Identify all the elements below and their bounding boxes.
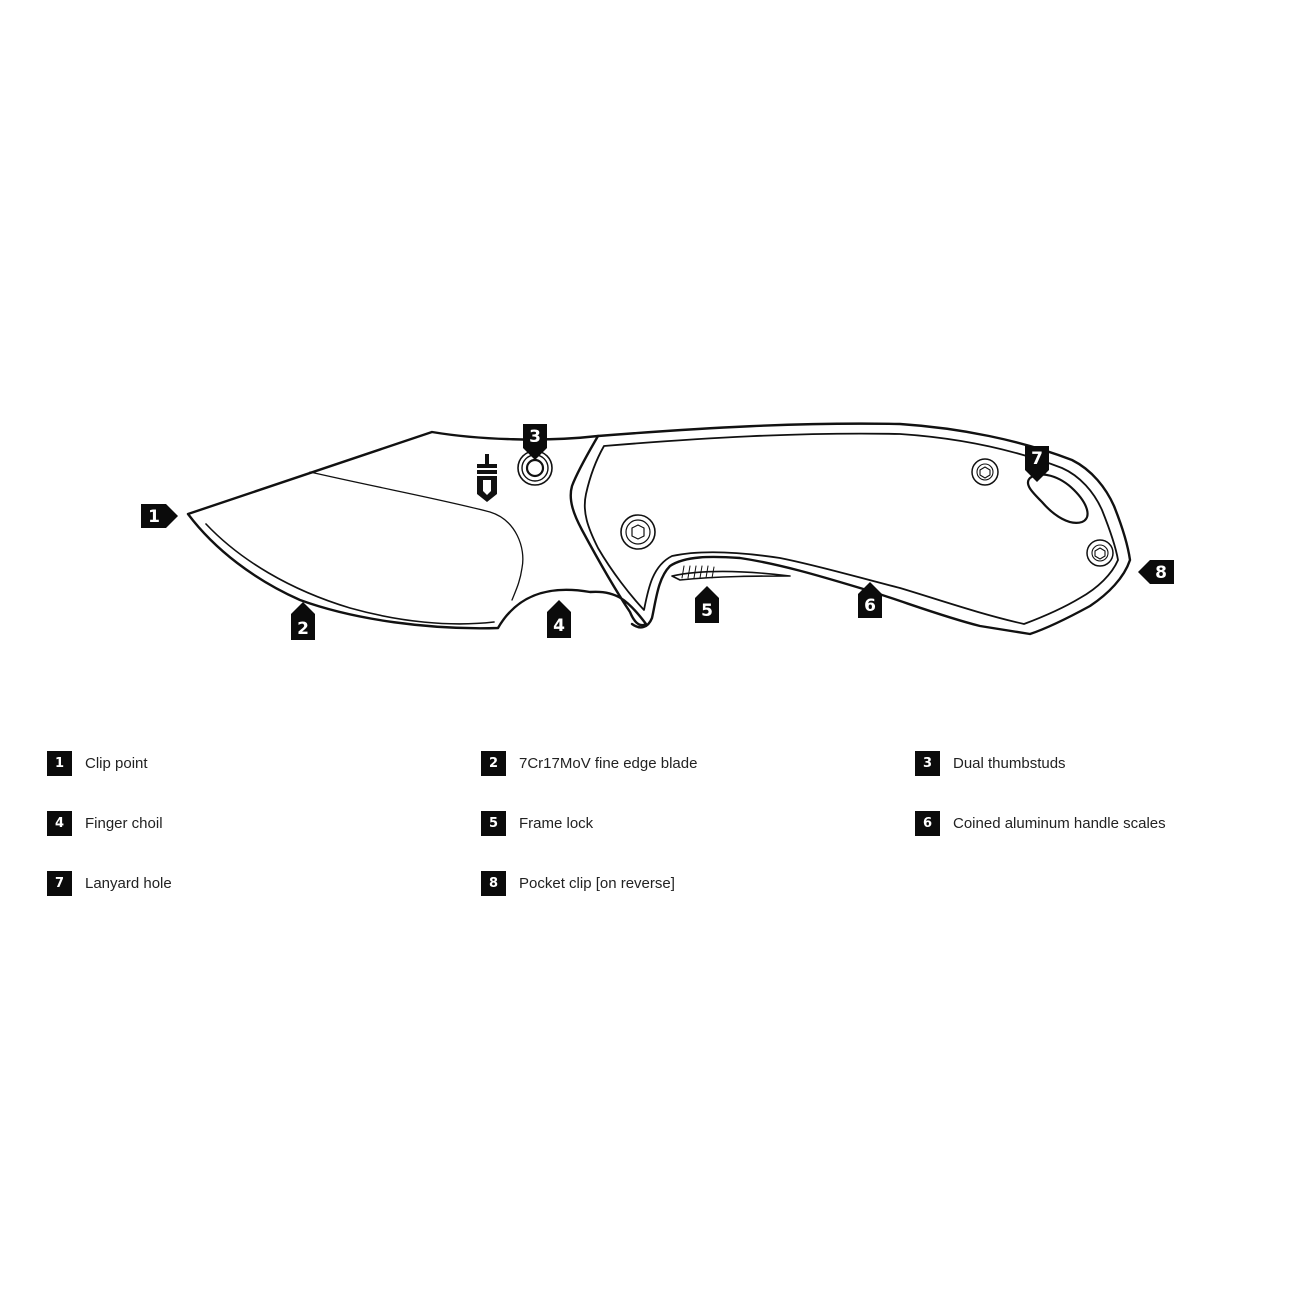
legend-label: Lanyard hole bbox=[85, 875, 172, 892]
callout-marker-5: 5 bbox=[695, 586, 719, 623]
legend-badge: 3 bbox=[915, 751, 940, 776]
callout-marker-5-shape bbox=[695, 586, 719, 623]
callout-marker-7-shape bbox=[1025, 446, 1049, 482]
legend-badge: 8 bbox=[481, 871, 506, 896]
callout-marker-7-number: 7 bbox=[1031, 449, 1043, 469]
legend-badge: 7 bbox=[47, 871, 72, 896]
pivot-screw-ring bbox=[625, 519, 651, 545]
pivot-screw-torx bbox=[631, 524, 645, 540]
handle-screw-top bbox=[971, 458, 999, 486]
legend-label: Clip point bbox=[85, 755, 148, 772]
legend-badge: 1 bbox=[47, 751, 72, 776]
callout-marker-8-shape bbox=[1138, 560, 1174, 584]
legend-item-1: 1 Clip point bbox=[47, 751, 148, 776]
legend-item-3: 3 Dual thumbstuds bbox=[915, 751, 1066, 776]
frame-lock-grip-lines bbox=[681, 565, 715, 579]
lanyard-hole bbox=[1026, 473, 1089, 524]
legend-label: 7Cr17MoV fine edge blade bbox=[519, 755, 698, 772]
handle-scale-outline bbox=[583, 432, 1119, 625]
callout-marker-7: 7 bbox=[1025, 446, 1049, 482]
legend-badge: 5 bbox=[481, 811, 506, 836]
legend-label: Finger choil bbox=[85, 815, 163, 832]
callout-marker-6-shape bbox=[858, 582, 882, 618]
callout-marker-8-number: 8 bbox=[1155, 563, 1167, 583]
legend-badge: 2 bbox=[481, 751, 506, 776]
legend-item-7: 7 Lanyard hole bbox=[47, 871, 172, 896]
edge-bevel bbox=[205, 523, 495, 625]
callout-marker-4-shape bbox=[547, 600, 571, 638]
legend-item-4: 4 Finger choil bbox=[47, 811, 163, 836]
callout-marker-3-number: 3 bbox=[529, 427, 541, 447]
callout-marker-2: 2 bbox=[291, 602, 315, 640]
legend-label: Coined aluminum handle scales bbox=[953, 815, 1166, 832]
callout-marker-2-number: 2 bbox=[297, 619, 309, 639]
legend-item-8: 8 Pocket clip [on reverse] bbox=[481, 871, 675, 896]
callout-marker-4: 4 bbox=[547, 600, 571, 638]
legend-badge: 4 bbox=[47, 811, 72, 836]
callout-marker-3-shape bbox=[523, 424, 547, 460]
handle-screw-bottom-ring bbox=[1091, 544, 1109, 562]
callout-marker-8: 8 bbox=[1138, 560, 1174, 584]
callout-marker-6-number: 6 bbox=[864, 596, 876, 616]
legend-label: Pocket clip [on reverse] bbox=[519, 875, 675, 892]
callout-marker-1-number: 1 bbox=[148, 507, 160, 527]
grind-line bbox=[309, 471, 524, 601]
thumbstud-inner bbox=[525, 458, 545, 478]
legend-label: Dual thumbstuds bbox=[953, 755, 1066, 772]
pivot-screw bbox=[620, 514, 656, 550]
callout-marker-1-shape bbox=[141, 504, 178, 528]
handle-screw-top-torx bbox=[979, 466, 991, 479]
callout-marker-4-number: 4 bbox=[553, 616, 565, 636]
callout-marker-1: 1 bbox=[141, 504, 178, 528]
handle-screw-bottom bbox=[1086, 539, 1114, 567]
gerber-logo-icon bbox=[477, 454, 497, 502]
legend-item-5: 5 Frame lock bbox=[481, 811, 593, 836]
frame-lock-cutout bbox=[671, 570, 791, 581]
legend-item-6: 6 Coined aluminum handle scales bbox=[915, 811, 1166, 836]
handle-screw-bottom-torx bbox=[1094, 547, 1106, 560]
callout-marker-6: 6 bbox=[858, 582, 882, 618]
blade-outline bbox=[186, 430, 648, 630]
handle-screw-top-ring bbox=[976, 463, 994, 481]
legend-label: Frame lock bbox=[519, 815, 594, 832]
callout-marker-2-shape bbox=[291, 602, 315, 640]
legend-badge: 6 bbox=[915, 811, 940, 836]
callout-marker-3: 3 bbox=[523, 424, 547, 460]
legend-item-2: 2 7Cr17MoV fine edge blade bbox=[481, 751, 697, 776]
handle-outline bbox=[596, 422, 1132, 636]
callout-marker-5-number: 5 bbox=[701, 601, 713, 621]
